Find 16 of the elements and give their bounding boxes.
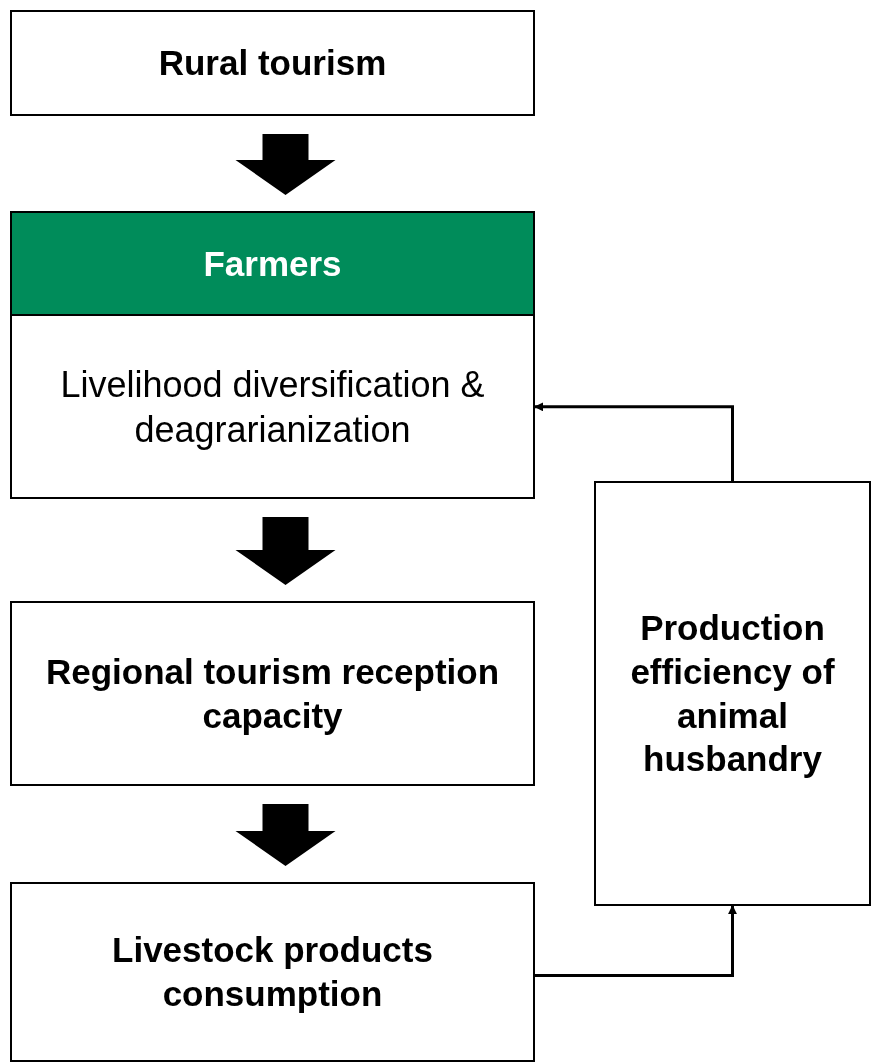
body-text: Livelihood diversification & deagrarianization [59,362,486,452]
box-label: Rural tourism [157,42,388,85]
node-card [10,211,535,499]
process-box [594,481,871,906]
arrow [535,905,737,978]
arrow [534,402,734,481]
block-arrow [235,804,336,866]
process-box [10,882,535,1062]
header-bar: Farmers [12,213,533,316]
block-arrow [235,517,336,585]
box-label: Livestock products consumption [111,929,434,1015]
block-arrow [235,134,336,195]
box-label: Production efficiency of animal husbandry [629,607,836,781]
process-box [10,10,535,116]
box-label: Regional tourism reception capacity [44,650,501,737]
process-box [10,601,535,786]
